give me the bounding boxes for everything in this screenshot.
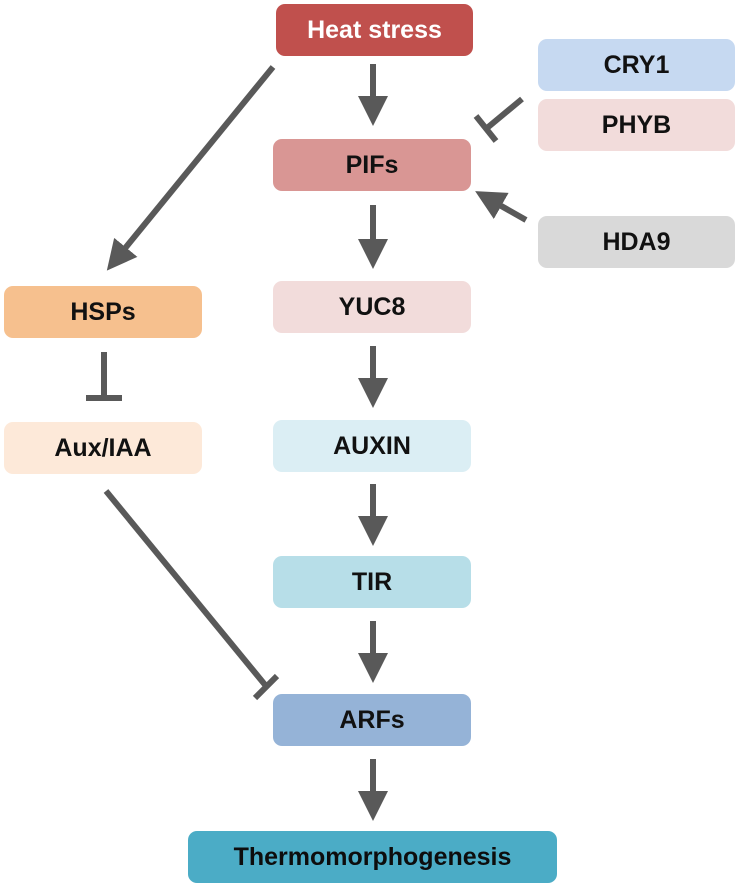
edge-auxiaa-inhibit-bar	[252, 673, 280, 701]
node-thermomorphogenesis-label: Thermomorphogenesis	[233, 842, 512, 871]
node-yuc8: YUC8	[273, 281, 471, 333]
node-phyb: PHYB	[538, 99, 735, 151]
node-aux-iaa: Aux/IAA	[4, 422, 202, 474]
edge-cry1-phyb-inhibit-bar	[473, 114, 499, 143]
node-heat-stress: Heat stress	[276, 4, 473, 56]
edge-cry1-phyb-inhibit-pifs	[485, 96, 524, 131]
node-yuc8-label: YUC8	[338, 292, 406, 321]
node-pifs: PIFs	[273, 139, 471, 191]
node-aux-iaa-label: Aux/IAA	[54, 433, 152, 462]
edge-auxiaa-inhibit-arfs	[103, 489, 269, 688]
node-auxin: AUXIN	[273, 420, 471, 472]
node-cry1: CRY1	[538, 39, 735, 91]
node-hsps-label: HSPs	[70, 297, 136, 326]
edge-hda9-to-pifs	[475, 191, 528, 223]
node-auxin-label: AUXIN	[333, 431, 411, 460]
node-tir-label: TIR	[351, 567, 393, 596]
edge-heat-to-hsps	[106, 65, 276, 271]
node-arfs-label: ARFs	[339, 705, 405, 734]
node-hsps: HSPs	[4, 286, 202, 338]
node-phyb-label: PHYB	[601, 110, 672, 139]
node-tir: TIR	[273, 556, 471, 608]
node-cry1-label: CRY1	[603, 50, 670, 79]
node-hda9-label: HDA9	[602, 227, 671, 256]
node-heat-stress-label: Heat stress	[307, 15, 442, 44]
node-hda9: HDA9	[538, 216, 735, 268]
node-pifs-label: PIFs	[345, 150, 399, 179]
node-arfs: ARFs	[273, 694, 471, 746]
node-thermomorphogenesis: Thermomorphogenesis	[188, 831, 557, 883]
